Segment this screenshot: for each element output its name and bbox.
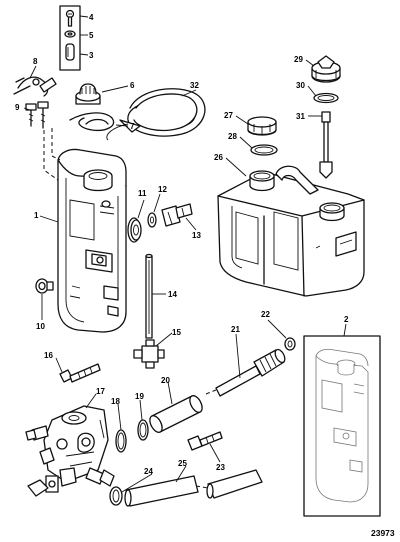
part-21-shaft (205, 348, 286, 397)
part-27-tank-cap (247, 116, 277, 136)
part-13-fitting (161, 203, 193, 227)
callout-26: 26 (214, 153, 223, 162)
callout-29: 29 (294, 55, 303, 64)
callout-8: 8 (33, 57, 38, 66)
part-15-check-valve (133, 339, 165, 369)
part-17-valve-assembly (25, 405, 115, 497)
part-16-screw (59, 363, 101, 383)
leader-lines (23, 15, 347, 493)
callout-24: 24 (144, 467, 153, 476)
figure-reference-number: 23973 (371, 528, 395, 538)
callout-12: 12 (158, 185, 167, 194)
part-9-screws (25, 101, 49, 129)
callout-10: 10 (36, 322, 45, 331)
part-25-hose (124, 469, 263, 507)
callout-32: 32 (190, 81, 199, 90)
callout-21: 21 (231, 325, 240, 334)
part-23-screw (187, 431, 223, 451)
hardware-stack-box (59, 5, 81, 71)
part-24-clamp (109, 486, 123, 506)
part-14-pickup-tube (145, 253, 153, 339)
part-5-washer (64, 30, 76, 38)
part-30-gasket (313, 92, 339, 104)
callout-5: 5 (89, 31, 94, 40)
callout-22: 22 (261, 310, 270, 319)
callout-13: 13 (192, 231, 201, 240)
callout-2: 2 (344, 315, 349, 324)
callout-labels: 4 5 3 8 6 32 9 7 1 11 12 13 14 10 15 16 … (15, 13, 349, 476)
part-3-bushing (65, 43, 75, 61)
callout-17: 17 (96, 387, 105, 396)
part-18-o-ring (115, 429, 127, 453)
callout-3: 3 (89, 51, 94, 60)
callout-16: 16 (44, 351, 53, 360)
callout-19: 19 (135, 392, 144, 401)
part-1-tank-body (43, 128, 127, 333)
part-28-gasket (250, 144, 278, 156)
callout-9: 9 (15, 103, 20, 112)
callout-30: 30 (296, 81, 305, 90)
part-20-sleeve (149, 395, 203, 433)
part-10-drain-plug (35, 278, 54, 294)
callout-27: 27 (224, 111, 233, 120)
callout-31: 31 (296, 112, 305, 121)
callout-20: 20 (161, 376, 170, 385)
callout-11: 11 (138, 189, 147, 198)
callout-23: 23 (216, 463, 225, 472)
callout-28: 28 (228, 132, 237, 141)
part-4-screw (65, 9, 75, 27)
part-29-fuel-gauge (311, 55, 341, 83)
part-12-washer (147, 212, 157, 228)
callout-7: 7 (130, 122, 135, 131)
part-2-replacement-tank (303, 335, 381, 517)
part-32-hose-coil (106, 88, 206, 141)
part-22-cap (284, 337, 296, 351)
part-11-grommet (127, 217, 142, 243)
part-19-o-ring (137, 419, 149, 441)
callout-6: 6 (130, 81, 135, 90)
part-8-clip (13, 76, 57, 97)
part-6-vent-knob (75, 83, 101, 105)
callout-4: 4 (89, 13, 94, 22)
callout-15: 15 (172, 328, 181, 337)
callout-1: 1 (34, 211, 39, 220)
part-26-fuel-tank (217, 165, 365, 297)
callout-14: 14 (168, 290, 177, 299)
callout-18: 18 (111, 397, 120, 406)
part-31-float-rod (319, 111, 333, 179)
callout-25: 25 (178, 459, 187, 468)
part-7-tether (69, 112, 115, 132)
